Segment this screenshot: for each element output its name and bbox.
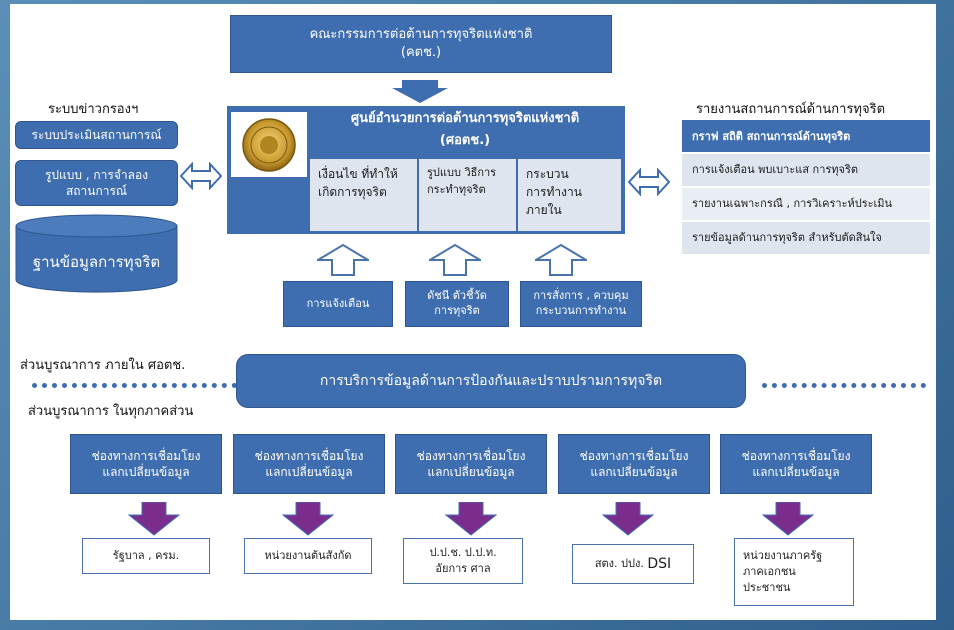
center-col-process-line3: ภายใน [526,203,562,217]
center-col-conditions: เงื่อนไข ที่ทำให้ เกิดการทุจริต [310,159,417,231]
agency-government-box: รัฐบาล , ครม. [82,538,210,574]
channel-line1: ช่องทางการเชื่อมโยง [91,448,201,463]
input-alert-box: การแจ้งเตือน [283,281,393,327]
left-item-simulation-line2: สถานการณ์ [65,184,128,198]
database-cylinder: ฐานข้อมูลการทุจริต [15,214,178,294]
agency-audit-prefix: สตง. ปปง. [594,557,648,571]
left-item-assessment-label: ระบบประเมินสถานการณ์ [31,127,162,142]
agency-public-box: หน่วยงานภาครัฐ ภาคเอกชน ประชาชน [734,538,854,606]
center-col-methods-line2: กระทำทุจริต [427,182,486,196]
channel-box: ช่องทางการเชื่อมโยง แลกเปลี่ยนข้อมูล [233,434,385,494]
purple-down-arrow-icon [602,502,654,536]
agency-parent-box: หน่วยงานต้นสังกัด [244,538,372,574]
right-item-decision-label: รายข้อมูลด้านการทุจริต สำหรับตัดสินใจ [692,230,882,244]
input-control-line1: การสั่งการ , ควบคุม [533,289,629,303]
channel-line2: แลกเปลี่ยนข้อมูล [265,465,353,479]
channel-line1: ช่องทางการเชื่อมโยง [741,448,851,463]
internal-integration-label: ส่วนบูรณาการ ภายใน ศอตช. [20,358,186,373]
up-arrow-icon [535,244,587,276]
left-item-simulation-line1: รูปแบบ , การจำลอง [44,167,149,182]
purple-down-arrow-icon [128,502,180,536]
input-control-line2: กระบวนการทำงาน [535,304,627,317]
agency-nacc-line1: ป.ป.ช. ป.ป.ท. [429,546,497,560]
channel-line2: แลกเปลี่ยนข้อมูล [102,465,190,479]
center-logo-frame [231,112,307,177]
agency-parent-label: หน่วยงานต้นสังกัด [264,549,352,563]
center-col-methods: รูปแบบ วิธีการ กระทำทุจริต [419,159,516,231]
service-banner: การบริการข้อมูลด้านการป้องกันและปราบปราม… [236,354,746,408]
up-arrow-icon [317,244,369,276]
input-index-line1: ดัชนี ตัวชี้วัด [427,289,487,303]
center-col-conditions-line2: เกิดการทุจริต [318,185,387,199]
channel-line2: แลกเปลี่ยนข้อมูล [752,465,840,479]
center-col-conditions-line1: เงื่อนไข ที่ทำให้ [318,167,398,181]
center-title: ศูนย์อำนวยการต่อต้านการทุจริตแห่งชาติ (ศ… [310,108,620,156]
center-col-process-line1: กระบวน [526,167,569,181]
down-arrow-icon [392,80,448,103]
center-col-methods-line1: รูปแบบ วิธีการ [427,166,497,179]
center-title-line2: (ศอตช.) [439,133,491,148]
right-item-report-label: รายงานเฉพาะกรณี , การวิเคราะห์ประเมิน [692,196,893,210]
agency-public-line3: ประชาชน [743,580,791,594]
agency-nacc-line2: อัยการ ศาล [435,562,491,575]
left-heading: ระบบข่าวกรองฯ [48,102,139,117]
channel-line1: ช่องทางการเชื่อมโยง [579,448,689,463]
left-double-arrow-icon [180,162,222,190]
right-item-alert-label: การแจ้งเตือน พบเบาะแส การทุจริต [692,162,859,176]
right-heading: รายงานสถานการณ์ด้านการทุจริต [696,102,886,117]
center-title-line1: ศูนย์อำนวยการต่อต้านการทุจริตแห่งชาติ [350,111,580,126]
right-double-arrow-icon [628,168,670,196]
external-integration-label: ส่วนบูรณาการ ในทุกภาคส่วน [28,404,194,419]
top-committee-abbr: (คตช.) [400,45,442,60]
emblem-icon [242,117,296,172]
service-banner-label: การบริการข้อมูลด้านการป้องกันและปราบปราม… [319,372,663,389]
purple-down-arrow-icon [282,502,334,536]
center-col-process: กระบวน การทำงาน ภายใน [518,159,621,231]
input-control-box: การสั่งการ , ควบคุม กระบวนการทำงาน [520,281,642,327]
right-item-report: รายงานเฉพาะกรณี , การวิเคราะห์ประเมิน [682,188,930,220]
right-header-item: กราฟ สถิติ สถานการณ์ด้านทุจริต [682,120,930,152]
channel-box: ช่องทางการเชื่อมโยง แลกเปลี่ยนข้อมูล [395,434,547,494]
channel-box: ช่องทางการเชื่อมโยง แลกเปลี่ยนข้อมูล [558,434,710,494]
channel-line1: ช่องทางการเชื่อมโยง [416,448,526,463]
purple-down-arrow-icon [445,502,497,536]
top-committee-title: คณะกรรมการต่อต้านการทุจริตแห่งชาติ [309,27,533,43]
database-icon [15,214,178,293]
input-index-line2: การทุจริต [434,304,480,317]
right-item-decision: รายข้อมูลด้านการทุจริต สำหรับตัดสินใจ [682,222,930,254]
slide: คณะกรรมการต่อต้านการทุจริตแห่งชาติ (คตช.… [10,4,936,620]
left-dotted-line [32,383,237,388]
agency-government-label: รัฐบาล , ครม. [112,549,180,563]
top-committee-box: คณะกรรมการต่อต้านการทุจริตแห่งชาติ (คตช.… [230,15,612,73]
channel-line2: แลกเปลี่ยนข้อมูล [427,465,515,479]
center-col-process-line2: การทำงาน [526,185,582,199]
input-index-box: ดัชนี ตัวชี้วัด การทุจริต [405,281,509,327]
channel-line2: แลกเปลี่ยนข้อมูล [590,465,678,479]
right-dotted-line [762,383,926,388]
input-alert-label: การแจ้งเตือน [306,296,370,310]
agency-public-line1: หน่วยงานภาครัฐ [743,549,823,563]
agency-nacc-box: ป.ป.ช. ป.ป.ท. อัยการ ศาล [403,538,523,584]
right-item-alert: การแจ้งเตือน พบเบาะแส การทุจริต [682,154,930,186]
agency-public-line2: ภาคเอกชน [743,565,796,579]
purple-down-arrow-icon [762,502,814,536]
right-header-item-label: กราฟ สถิติ สถานการณ์ด้านทุจริต [692,130,851,143]
agency-audit-box: สตง. ปปง. DSI [572,544,694,584]
channel-box: ช่องทางการเชื่อมโยง แลกเปลี่ยนข้อมูล [70,434,222,494]
left-item-assessment: ระบบประเมินสถานการณ์ [15,121,178,149]
up-arrow-icon [429,244,481,276]
agency-audit-dsi: DSI [647,555,672,572]
database-label: ฐานข้อมูลการทุจริต [32,253,161,271]
channel-box: ช่องทางการเชื่อมโยง แลกเปลี่ยนข้อมูล [720,434,872,494]
left-item-simulation: รูปแบบ , การจำลอง สถานการณ์ [15,160,178,206]
channel-line1: ช่องทางการเชื่อมโยง [254,448,364,463]
